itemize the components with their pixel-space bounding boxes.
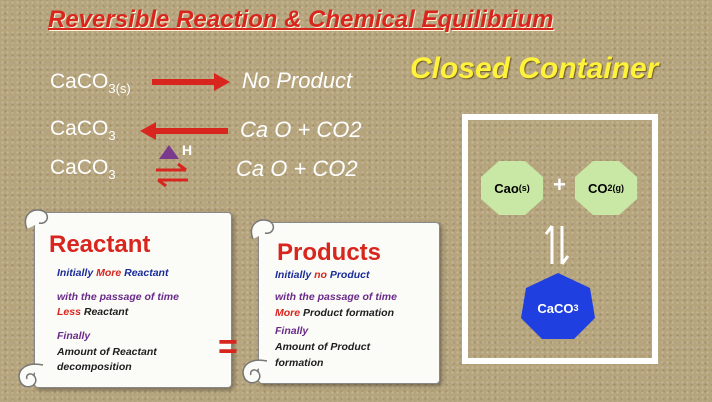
reactant-passage: with the passage of time [57, 291, 179, 303]
reactant-scroll: Reactant Initially More Reactant with th… [18, 209, 232, 388]
scroll-curl-top-icon [250, 219, 275, 240]
co2-octagon-shape [575, 161, 637, 215]
products-passage: with the passage of time [275, 291, 397, 303]
reactant-less-suffix: Reactant [80, 306, 129, 318]
products-more-suffix: Product formation [300, 307, 395, 319]
closed-container-box [462, 114, 658, 364]
closed-container-label: Closed Container [410, 52, 659, 85]
reactant-initially-suffix: Reactant [121, 267, 169, 279]
page-title: Reversible Reaction & Chemical Equilibri… [48, 6, 554, 33]
reactant-initially: Initially More Reactant [57, 267, 168, 279]
forward-arrow-icon [152, 73, 230, 91]
reactant-finally: Finally [57, 330, 91, 342]
reactant-less-highlight: Less [57, 306, 81, 318]
container-plus: + [553, 172, 566, 197]
products-initially-prefix: Initially [275, 269, 315, 281]
cao-octagon-shape [481, 161, 543, 215]
equilibrium-arrows-icon [156, 162, 188, 188]
reactant-amount-line2: decomposition [57, 361, 132, 373]
reaction1-reactant: CaCO3(s) [50, 70, 131, 96]
caco3-heptagon-shape [521, 273, 595, 339]
cao-formula: Cao [494, 180, 519, 196]
reaction1-reactant-subscript: 3(s) [108, 81, 131, 97]
co2-formula: CO [588, 180, 608, 196]
products-scroll: Products Initially no Product with the p… [242, 219, 440, 384]
backward-arrow-icon [140, 122, 228, 140]
reaction1-reactant-formula: CaCO [50, 70, 109, 93]
equilibrium-vertical-arrows-icon [544, 225, 570, 265]
reactant-initially-highlight: More [96, 267, 122, 279]
scroll-curl-top-icon [24, 209, 49, 230]
products-initially-suffix: Product [326, 269, 370, 281]
reaction2-reactant-subscript: 3 [108, 128, 116, 144]
heat-triangle-icon [159, 145, 179, 159]
scroll-curl-bottom-icon [242, 359, 268, 384]
reaction3-reactant-subscript: 3 [108, 167, 116, 183]
products-initially: Initially no Product [275, 269, 370, 281]
reactant-initially-prefix: Initially [57, 267, 97, 279]
reaction2-reactant-formula: CaCO [50, 117, 109, 140]
products-finally: Finally [275, 325, 309, 337]
reaction3-reactant: CaCO3 [50, 156, 116, 182]
products-more: More Product formation [275, 307, 394, 319]
reaction3-reactant-formula: CaCO [50, 156, 109, 179]
scroll-curl-bottom-icon [18, 363, 44, 388]
reaction2-reactant: CaCO3 [50, 117, 116, 143]
products-amount-line1: Amount of Product [275, 341, 371, 353]
heat-label: H [182, 142, 193, 158]
caco3-formula: CaCO [537, 300, 574, 316]
reactant-heading: Reactant [49, 231, 151, 258]
reaction2-product: Ca O + CO2 [240, 117, 362, 142]
caco3-subscript: 3 [573, 303, 579, 313]
products-amount-line2: formation [275, 357, 324, 369]
reaction1-product: No Product [242, 68, 353, 93]
co2-subscript: 2(g) [607, 183, 625, 193]
cao-label: Cao(s) [480, 160, 544, 216]
reactant-less: Less Reactant [57, 306, 128, 318]
equals-sign: = [218, 328, 238, 366]
cao-subscript: (s) [518, 183, 530, 193]
reactant-amount-line1: Amount of Reactant [57, 346, 157, 358]
products-heading: Products [277, 239, 382, 266]
reaction3-product: Ca O + CO2 [236, 156, 358, 181]
products-initially-highlight: no [314, 269, 327, 281]
products-more-highlight: More [275, 307, 301, 319]
